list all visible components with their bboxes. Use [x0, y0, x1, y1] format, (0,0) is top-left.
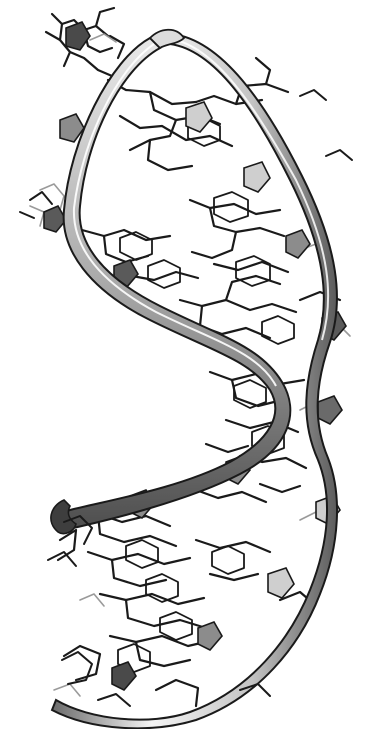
bottom-bases [58, 514, 314, 706]
